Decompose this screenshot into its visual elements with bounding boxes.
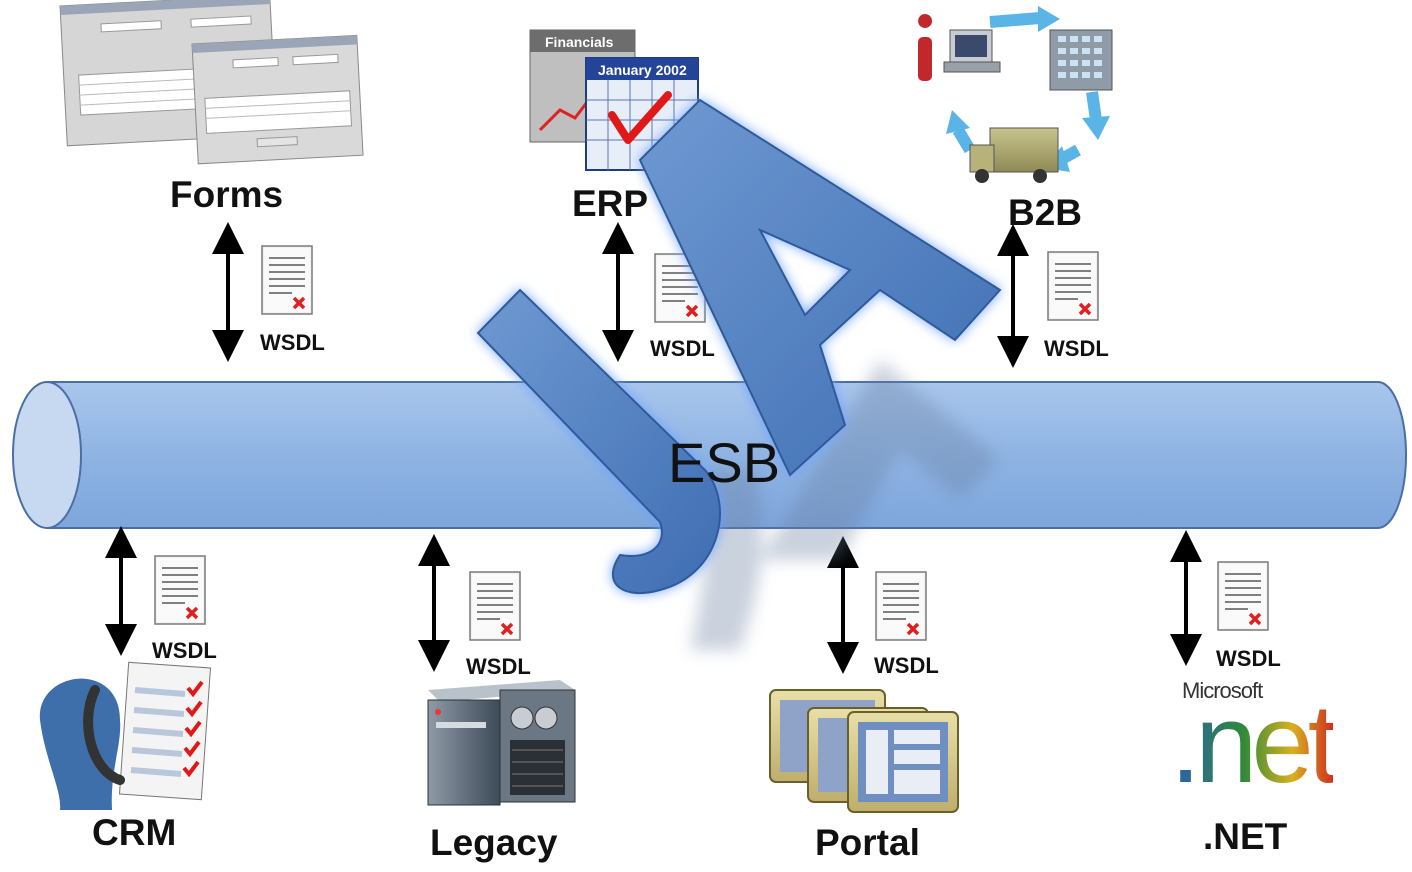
calendar-title-text: Financials: [545, 34, 614, 50]
node-label-portal: Portal: [815, 822, 920, 863]
server-icon: [427, 680, 576, 806]
ja-overlay-glyph: [476, 98, 1002, 595]
forms-screenshot-icon: [59, 0, 364, 165]
wsdl-label-forms: WSDL: [260, 330, 325, 355]
wsdl-document-icon: [261, 245, 313, 315]
calendar-date-text: January 2002: [598, 62, 687, 78]
wsdl-document-icon: [1047, 251, 1099, 321]
esb-bus-pipe: [12, 381, 1407, 529]
wsdl-label-b2b: WSDL: [1044, 336, 1109, 361]
ja-overlay-shadow: [690, 360, 1000, 650]
wsdl-document-icon: [469, 571, 521, 641]
calendar-icon: Financials January 2002: [529, 29, 699, 171]
connector-arrows: [105, 222, 1202, 674]
wsdl-document-icon: [154, 555, 206, 625]
dotnet-logo-mark: .net: [1170, 681, 1339, 806]
dotnet-logo-brand: Microsoft: [1182, 678, 1263, 704]
wsdl-label-legacy: WSDL: [466, 654, 531, 679]
wsdl-label-portal: WSDL: [874, 653, 939, 678]
wsdl-document-icon: [1217, 561, 1269, 631]
b2b-cycle-icon: [918, 6, 1113, 183]
node-label-legacy: Legacy: [430, 822, 558, 863]
node-label-b2b: B2B: [1008, 192, 1083, 233]
wsdl-label-dotnet: WSDL: [1216, 646, 1281, 671]
node-label-forms: Forms: [170, 174, 284, 215]
wsdl-document-icon: [875, 571, 927, 641]
wsdl-label-erp: WSDL: [650, 336, 715, 361]
esb-label: ESB: [668, 431, 781, 494]
portal-windows-icon: [769, 689, 959, 813]
node-label-erp: ERP: [572, 183, 649, 224]
crm-agent-icon: [39, 661, 212, 810]
node-label-dotnet: .NET: [1203, 816, 1288, 857]
dotnet-logo-icon: Microsoft .net: [1170, 678, 1340, 800]
wsdl-label-crm: WSDL: [152, 638, 217, 663]
node-label-crm: CRM: [92, 812, 177, 853]
